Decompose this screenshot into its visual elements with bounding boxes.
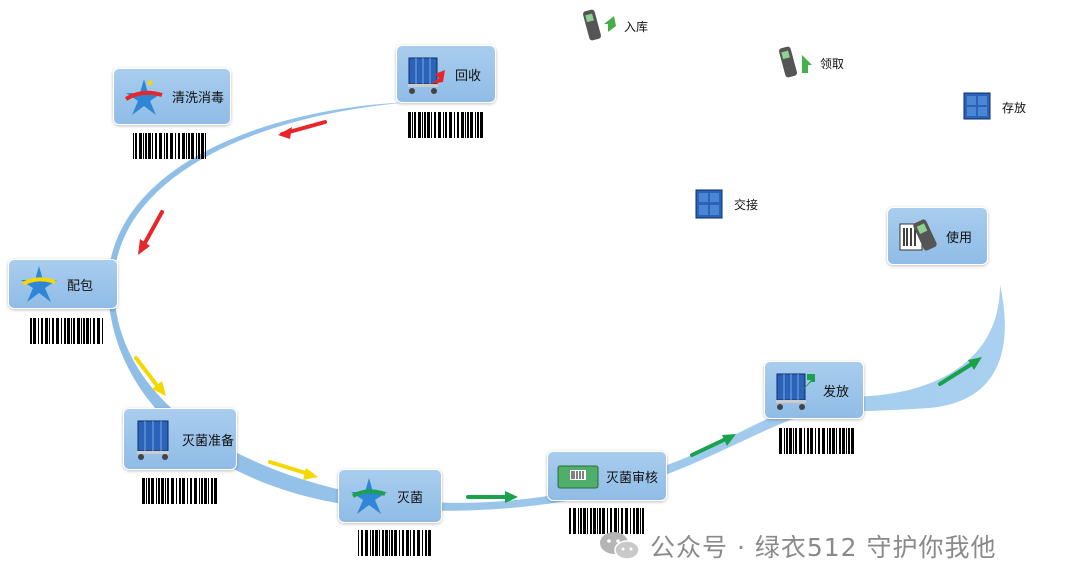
barcode-miejunzhunbei bbox=[142, 478, 218, 504]
node-label: 配包 bbox=[67, 278, 94, 294]
legend-label: 存放 bbox=[1002, 100, 1027, 115]
scanner-receive-icon bbox=[776, 43, 816, 83]
watermark-text: 公众号 · 绿衣512 守护你我他 bbox=[650, 533, 997, 562]
node-label: 灭菌 bbox=[397, 490, 424, 506]
node-fafang[interactable]: 发放 bbox=[764, 361, 864, 419]
barcode-qingxi bbox=[133, 133, 209, 159]
barcode-peibao bbox=[30, 318, 106, 344]
legend-label: 交接 bbox=[734, 197, 759, 212]
cart-dispatch-icon bbox=[773, 368, 817, 412]
barcode-huishou bbox=[408, 112, 484, 138]
arrow-red-1 bbox=[278, 120, 327, 139]
cabinet-icon bbox=[690, 184, 730, 224]
node-shiyong[interactable]: 使用 bbox=[887, 207, 988, 265]
star-logo-icon bbox=[122, 75, 166, 119]
cart-icon bbox=[132, 417, 176, 461]
node-miejunzhunbei[interactable]: 灭菌准备 bbox=[123, 408, 237, 470]
legend-cunfang: 存放 bbox=[958, 87, 1026, 127]
arrow-red-2 bbox=[138, 210, 164, 255]
node-label: 清洗消毒 bbox=[172, 91, 225, 106]
ring-band bbox=[107, 102, 1005, 511]
arrow-yellow-2 bbox=[268, 460, 318, 480]
legend-jiaojie: 交接 bbox=[690, 184, 758, 224]
package-barcode-icon bbox=[556, 454, 600, 498]
legend-label: 入库 bbox=[624, 19, 649, 34]
arrow-green-1 bbox=[466, 491, 518, 503]
node-label: 回收 bbox=[455, 68, 482, 84]
cart-return-icon bbox=[405, 52, 449, 96]
arrow-green-2 bbox=[690, 434, 736, 457]
node-label: 灭菌审核 bbox=[606, 470, 659, 486]
barcode-miejunshenhe bbox=[569, 508, 645, 534]
node-huishou[interactable]: 回收 bbox=[396, 45, 496, 103]
node-qingxi[interactable]: 清洗消毒 bbox=[113, 68, 231, 125]
star-logo-icon bbox=[17, 262, 61, 306]
node-peibao[interactable]: 配包 bbox=[8, 259, 118, 309]
barcode-miejun bbox=[358, 530, 434, 556]
legend-ruku: 入库 bbox=[580, 6, 648, 46]
cabinet-icon bbox=[958, 87, 998, 127]
arrow-yellow-1 bbox=[134, 356, 166, 396]
node-label: 使用 bbox=[946, 230, 973, 246]
arrow-green-3 bbox=[938, 357, 982, 386]
node-miejunshenhe[interactable]: 灭菌审核 bbox=[547, 451, 667, 501]
legend-label: 领取 bbox=[820, 56, 845, 71]
wechat-icon bbox=[600, 532, 640, 560]
star-logo-icon bbox=[347, 474, 391, 518]
barcode-fafang bbox=[779, 428, 855, 454]
scanner-card-icon bbox=[896, 214, 940, 258]
watermark: 公众号 · 绿衣512 守护你我他 bbox=[598, 528, 997, 564]
node-miejun[interactable]: 灭菌 bbox=[338, 469, 442, 523]
legend-lingqu: 领取 bbox=[776, 43, 844, 83]
scanner-in-icon bbox=[580, 6, 620, 46]
node-label: 灭菌准备 bbox=[182, 433, 235, 449]
node-label: 发放 bbox=[823, 384, 850, 400]
